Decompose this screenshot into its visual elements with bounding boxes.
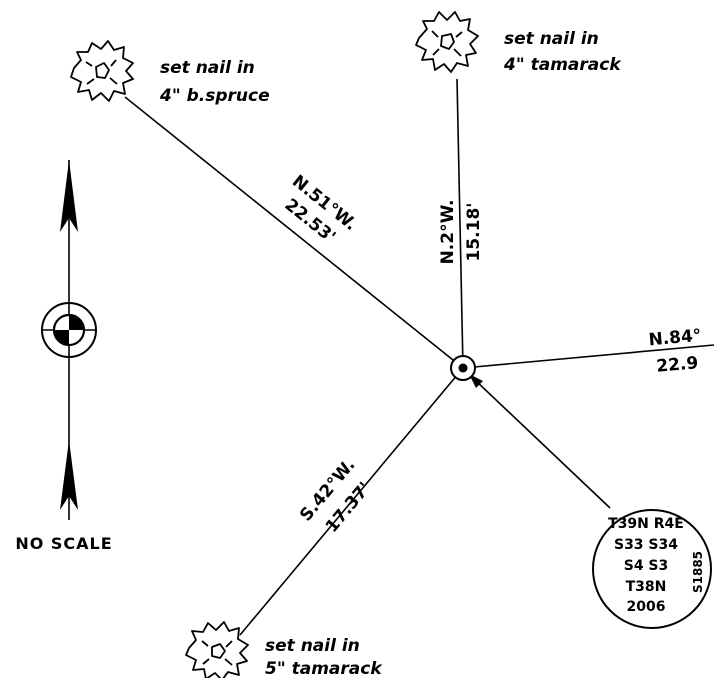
north-tamarack-note-line2: 4" tamarack (503, 55, 622, 75)
line-to-south-tamarack (239, 367, 464, 636)
corner-tag-line2: S33 S34 (614, 537, 678, 553)
north-tamarack-tree-icon (415, 11, 479, 73)
south-tamarack-note-line2: 5" tamarack (265, 659, 383, 678)
corner-tag-outline (592, 509, 712, 629)
line-to-east (462, 344, 714, 369)
south-tamarack-note-line1: set nail in (265, 636, 360, 656)
spruce-tree-icon (70, 40, 134, 102)
corner-monument-icon (450, 355, 476, 381)
spruce-note-line1: set nail in (160, 58, 255, 78)
corner-tag: T39N R4E S33 S34 S4 S3 T38N 2006 S1885 (592, 509, 712, 629)
distance-north-label: 15.18' (464, 203, 484, 262)
line-to-spruce (124, 96, 464, 369)
arrowhead-icon (469, 374, 483, 388)
no-scale-label: NO SCALE (15, 534, 112, 553)
south-tamarack-tree-icon (185, 621, 249, 678)
distance-east-label: 22.9 (656, 353, 700, 377)
north-tamarack-note-line1: set nail in (504, 29, 599, 49)
line-to-north-tamarack (456, 78, 464, 369)
bearing-east-label: N.84° (648, 326, 702, 351)
line-to-corner-tag (474, 379, 611, 509)
corner-tag-side-label: S1885 (691, 551, 705, 593)
north-arrow-icon (41, 160, 97, 520)
bearing-north-label: N.2°W. (438, 200, 458, 265)
corner-tag-line1: T39N R4E (608, 516, 684, 532)
corner-tag-line4: T38N (626, 579, 667, 595)
corner-tag-line3: S4 S3 (624, 558, 669, 574)
spruce-note-line2: 4" b.spruce (159, 86, 270, 106)
corner-tag-line5: 2006 (627, 599, 666, 615)
